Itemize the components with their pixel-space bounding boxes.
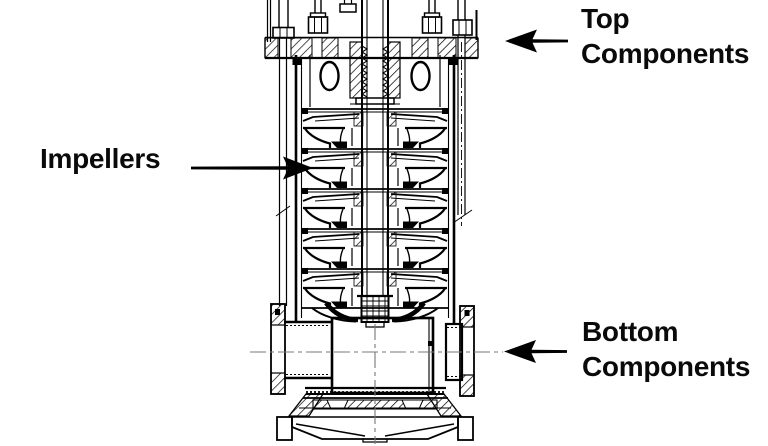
top-bolts: [266, 0, 478, 42]
top-components-label-line1: Top: [581, 3, 630, 34]
bottom-components-label-line2: Components: [582, 351, 751, 382]
impellers-label-text: Impellers: [40, 143, 161, 174]
impeller-stack: [299, 106, 451, 310]
impeller-stage: [299, 266, 451, 310]
impeller-stage: [299, 186, 451, 230]
pump-casing: [292, 55, 458, 324]
pump-shaft: [361, 0, 389, 296]
tie-rods: [275, 35, 473, 306]
casing-window-left: [319, 60, 340, 92]
casing-window-right: [410, 60, 431, 92]
impellers-label: Impellers: [40, 141, 161, 176]
left-pipe-flange: [270, 303, 332, 395]
right-pipe-flange: [444, 305, 475, 397]
top-components-arrow: [505, 29, 568, 53]
top-components-label-line2: Components: [581, 38, 750, 69]
top-components-label: Top Components: [581, 1, 749, 71]
impeller-stage: [299, 226, 451, 270]
impellers-arrow: [191, 156, 313, 180]
bottom-components-arrow: [504, 340, 567, 363]
top-flange: [264, 36, 479, 60]
pump-base: [276, 393, 474, 443]
shaft-seal: [349, 41, 401, 105]
impeller-stage: [299, 106, 451, 150]
impeller-stage: [299, 146, 451, 190]
bottom-components-label-line1: Bottom: [582, 316, 679, 347]
bottom-components-label: Bottom Components: [582, 314, 750, 384]
